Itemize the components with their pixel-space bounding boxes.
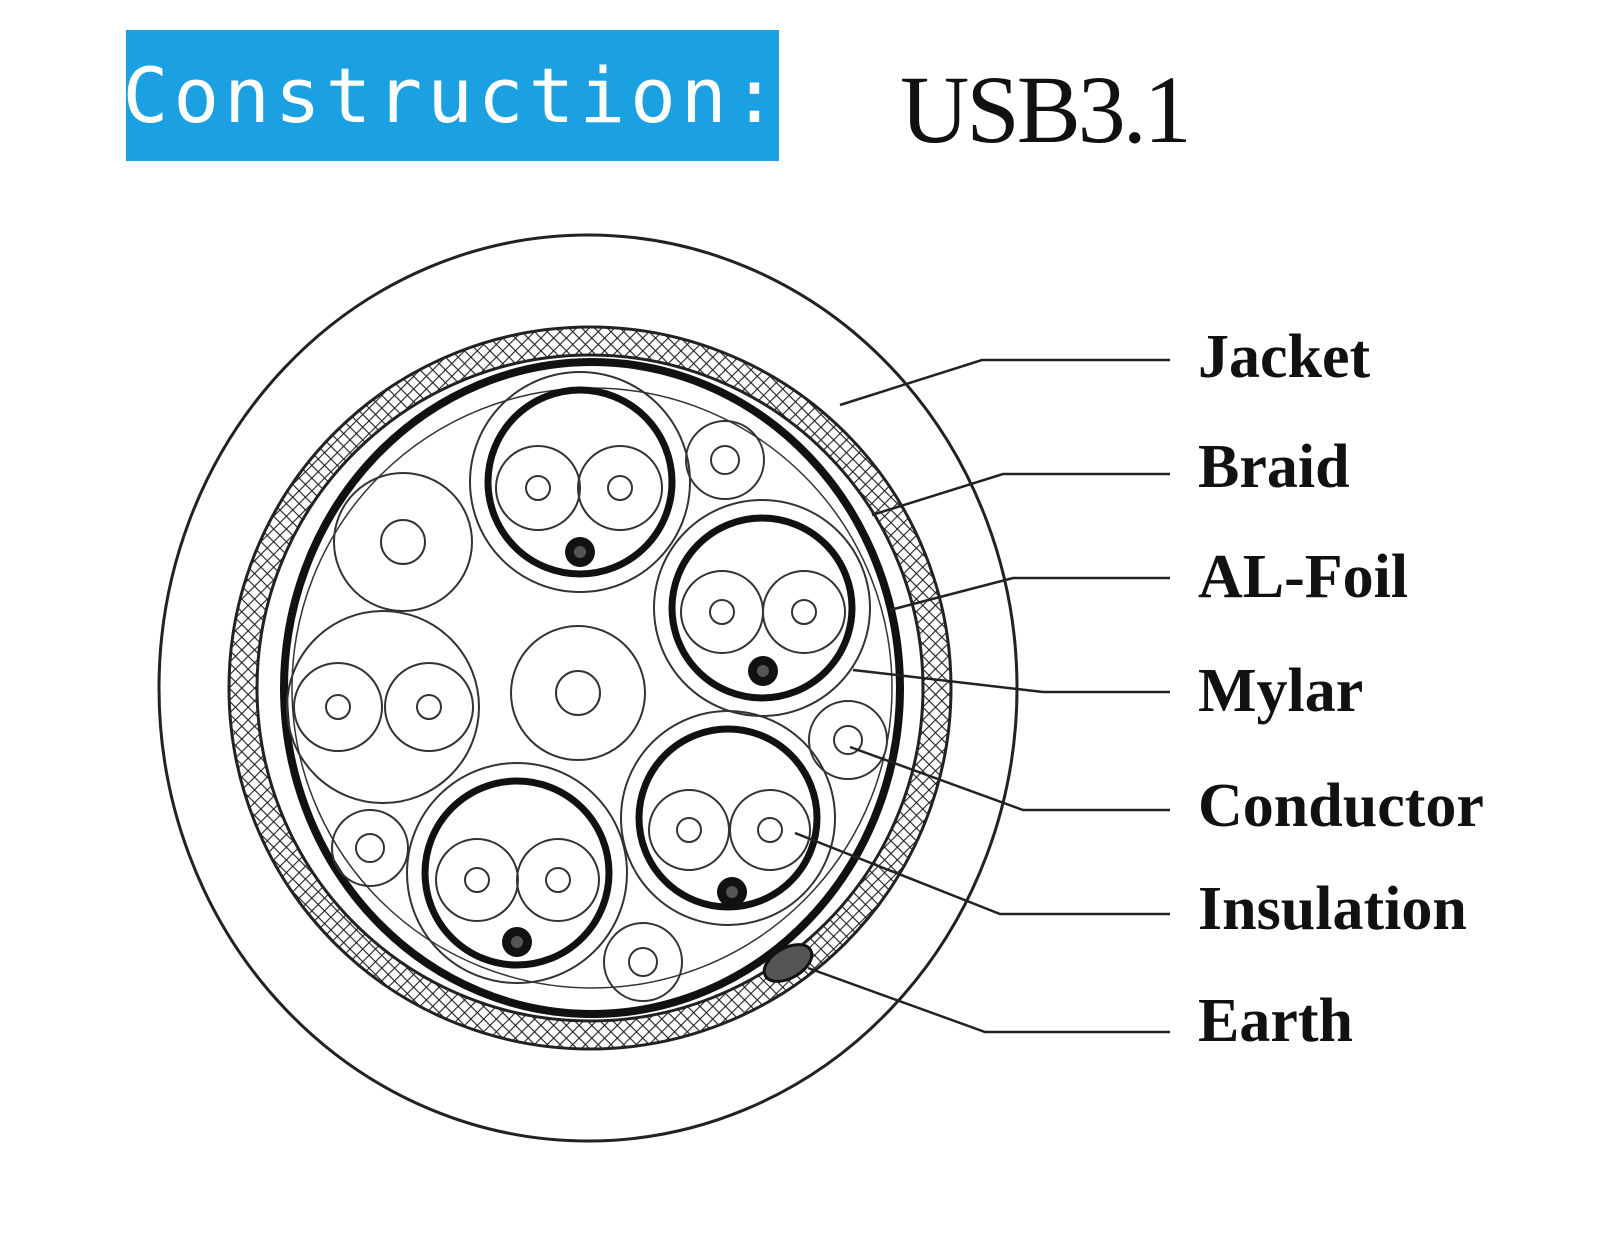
- leader-insulation: [794, 831, 1170, 916]
- single-wire-center: [510, 625, 646, 761]
- construction-title: Construction:: [122, 50, 783, 140]
- single-wire-right: [808, 700, 888, 780]
- single-wire-bottom: [603, 922, 683, 1002]
- shielded-pair-bottom-left: [406, 762, 628, 984]
- model-name: USB3.1: [900, 56, 1192, 163]
- label-jacket: Jacket: [1198, 323, 1371, 391]
- braid-ring: [227, 325, 953, 1051]
- construction-title-box: Construction:: [123, 30, 779, 161]
- shielded-pair-top: [469, 371, 691, 593]
- label-mylar: Mylar: [1198, 657, 1364, 725]
- leader-braid: [871, 472, 1170, 517]
- al-foil-ring: [280, 358, 904, 1018]
- leader-earth: [807, 966, 1170, 1034]
- single-wire-upper-left: [333, 472, 473, 612]
- label-al-foil: AL-Foil: [1198, 543, 1409, 611]
- leader-al-foil: [889, 576, 1170, 612]
- leader-mylar: [852, 668, 1170, 694]
- label-braid: Braid: [1198, 433, 1350, 501]
- unshielded-pair-left: [286, 610, 480, 804]
- single-wire-left: [331, 809, 409, 887]
- leader-conductor: [849, 745, 1170, 812]
- label-earth: Earth: [1198, 987, 1353, 1055]
- single-wire-top-right: [685, 420, 765, 500]
- earth-wire: [762, 943, 814, 983]
- shielded-pair-right: [653, 499, 871, 717]
- label-conductor: Conductor: [1198, 772, 1484, 840]
- shielded-pair-bottom-right: [620, 710, 836, 926]
- label-insulation: Insulation: [1198, 875, 1467, 943]
- leader-jacket: [839, 358, 1170, 407]
